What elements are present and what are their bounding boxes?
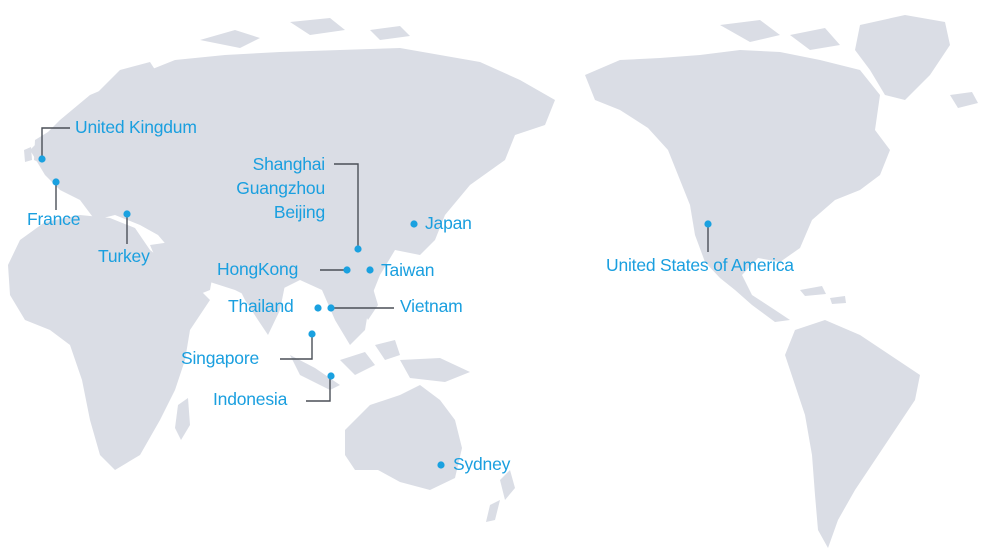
landmass-japan [405, 150, 446, 228]
leader-line-shanghai [334, 163, 359, 248]
label-turkey[interactable]: Turkey [98, 246, 150, 266]
leader-line-indonesia [306, 376, 331, 402]
label-singapore[interactable]: Singapore [181, 348, 259, 368]
marker-turkey[interactable] [123, 210, 131, 218]
landmass-india [235, 275, 285, 335]
label-vietnam[interactable]: Vietnam [400, 296, 463, 316]
label-guangzhou[interactable]: Guangzhou [236, 178, 325, 198]
marker-taiwan[interactable] [366, 266, 374, 274]
marker-united-kingdom[interactable] [38, 155, 46, 163]
landmass-canadian-islands [720, 20, 840, 50]
leader-line-united-kingdom [41, 127, 70, 158]
label-japan[interactable]: Japan [425, 213, 472, 233]
landmass-scandinavia [95, 62, 165, 118]
landmass-caribbean [800, 286, 846, 304]
marker-sydney[interactable] [437, 461, 445, 469]
landmass-madagascar [175, 398, 190, 440]
marker-singapore[interactable] [308, 330, 316, 338]
landmass-north-america [585, 50, 890, 322]
marker-france[interactable] [52, 178, 60, 186]
label-usa[interactable]: United States of America [606, 255, 794, 275]
leader-line-singapore [280, 334, 313, 360]
marker-vietnam[interactable] [327, 304, 335, 312]
landmass-arabia [150, 240, 215, 300]
landmass-britain [24, 132, 52, 165]
landmass-new-zealand [486, 470, 515, 522]
landmass-arctic-islands [200, 18, 410, 48]
label-sydney[interactable]: Sydney [453, 454, 511, 474]
marker-hongkong[interactable] [343, 266, 351, 274]
marker-usa[interactable] [704, 220, 712, 228]
label-taiwan[interactable]: Taiwan [381, 260, 435, 280]
marker-shanghai[interactable] [354, 245, 362, 253]
landmass-australia [345, 385, 462, 490]
label-hongkong[interactable]: HongKong [217, 259, 299, 279]
landmass-africa [8, 215, 210, 470]
label-united-kingdom[interactable]: United Kingdum [75, 117, 197, 137]
label-beijing[interactable]: Beijing [273, 202, 325, 222]
marker-indonesia[interactable] [327, 372, 335, 380]
label-thailand[interactable]: Thailand [228, 296, 294, 316]
label-indonesia[interactable]: Indonesia [213, 389, 288, 409]
landmass-eurasia [30, 48, 555, 345]
landmass-iceland [950, 92, 978, 108]
label-shanghai[interactable]: Shanghai [252, 154, 326, 174]
landmass-south-america [785, 320, 920, 548]
landmass-greenland [855, 15, 950, 100]
landmass-indonesia [290, 285, 470, 390]
marker-japan[interactable] [410, 220, 418, 228]
label-france[interactable]: France [27, 209, 81, 229]
marker-thailand[interactable] [314, 304, 322, 312]
